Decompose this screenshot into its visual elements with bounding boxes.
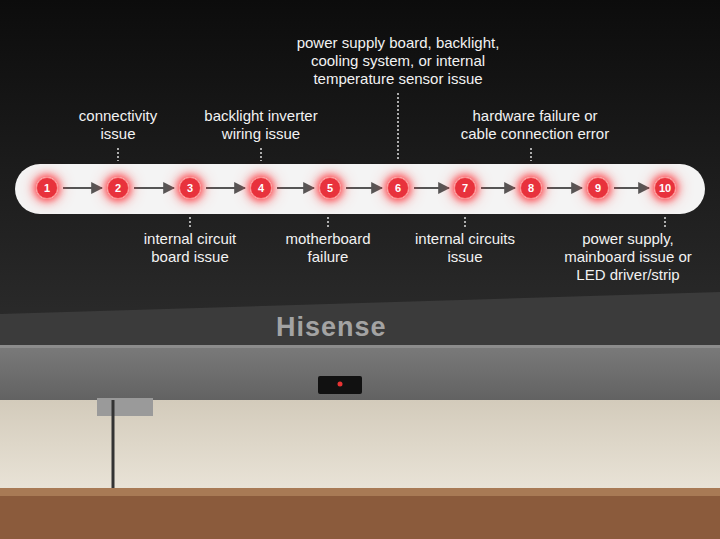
circle-fill: [455, 178, 476, 199]
tv-bottom-frame: [0, 346, 720, 400]
step-circle: 1: [36, 177, 58, 199]
leader-line: [260, 148, 262, 161]
leader-line: [327, 217, 329, 228]
step-number: 7: [454, 177, 476, 199]
arrow-connector: [414, 187, 449, 189]
leader-line: [464, 217, 466, 228]
stand-post: [112, 400, 115, 488]
circle-fill: [320, 178, 341, 199]
ir-sensor: [318, 376, 362, 394]
step-circle: 7: [454, 177, 476, 199]
power-led: [338, 382, 343, 387]
step-number: 6: [387, 177, 409, 199]
circle-fill: [251, 178, 272, 199]
step-number: 10: [654, 177, 676, 199]
circle-fill: [588, 178, 609, 199]
arrow-connector: [481, 187, 515, 189]
leader-line: [117, 148, 119, 161]
arrow-connector: [63, 187, 102, 189]
circle-fill: [655, 178, 676, 199]
step-circle: 8: [520, 177, 542, 199]
leader-line: [397, 93, 399, 161]
callout-text: hardware failure or cable connection err…: [453, 107, 618, 143]
step-circle: 4: [250, 177, 272, 199]
arrow-connector: [277, 187, 314, 189]
circle-fill: [180, 178, 201, 199]
brand-logo: Hisense: [276, 312, 387, 342]
callout-text: motherboard failure: [273, 230, 383, 266]
callout-text: internal circuits issue: [403, 230, 528, 266]
callout-text: power supply board, backlight, cooling s…: [278, 34, 518, 88]
callout-text: power supply, mainboard issue or LED dri…: [553, 230, 703, 284]
wood-furniture: [0, 496, 720, 539]
circle-fill: [37, 178, 58, 199]
tv-bezel: [0, 292, 720, 346]
step-circle: 3: [179, 177, 201, 199]
step-number: 8: [520, 177, 542, 199]
frame-highlight: [0, 345, 720, 348]
circle-fill: [388, 178, 409, 199]
callout-text: internal circuit board issue: [128, 230, 253, 266]
arrow-connector: [206, 187, 245, 189]
step-number: 9: [587, 177, 609, 199]
leader-line: [189, 217, 191, 228]
leader-line: [664, 217, 666, 228]
callout-text: connectivity issue: [63, 107, 173, 143]
step-number: 2: [107, 177, 129, 199]
tv-stand: [97, 398, 153, 416]
step-circle: 5: [319, 177, 341, 199]
step-number: 4: [250, 177, 272, 199]
step-circle: 9: [587, 177, 609, 199]
screen-ground: [0, 0, 720, 320]
leader-line: [530, 148, 532, 161]
wood-edge: [0, 488, 720, 496]
step-number: 5: [319, 177, 341, 199]
step-number: 3: [179, 177, 201, 199]
circle-fill: [521, 178, 542, 199]
arrow-connector: [614, 187, 649, 189]
circle-fill: [108, 178, 129, 199]
step-number: 1: [36, 177, 58, 199]
step-circle: 6: [387, 177, 409, 199]
callout-text: backlight inverter wiring issue: [191, 107, 331, 143]
step-circle: 10: [654, 177, 676, 199]
leader-lines: [118, 93, 665, 228]
step-circle: 2: [107, 177, 129, 199]
steps-band: [15, 164, 705, 214]
arrow-connector: [134, 187, 174, 189]
arrow-connector: [547, 187, 582, 189]
arrow-connector: [346, 187, 382, 189]
